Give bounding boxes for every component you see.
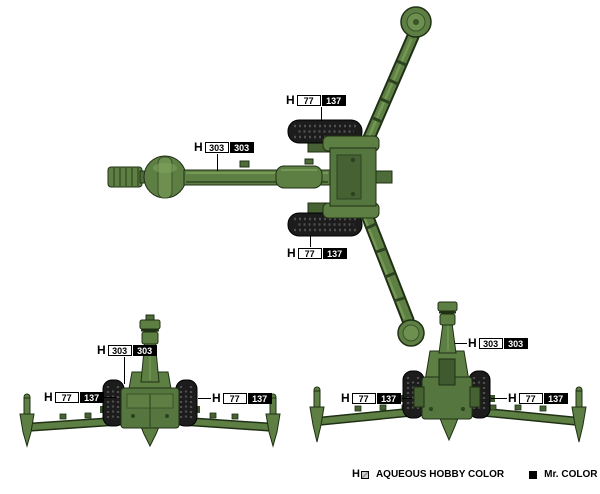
- mr-color-code: 303: [229, 142, 254, 153]
- paint-callout-top-upper-wheel: H 77 137: [286, 94, 346, 107]
- mr-color-code: 137: [79, 392, 104, 403]
- callout-prefix: H: [508, 391, 517, 405]
- leader-line: [491, 398, 507, 399]
- leader-line: [310, 236, 311, 247]
- mr-color-code: 303: [132, 345, 157, 356]
- aqueous-color-code: 77: [518, 393, 543, 404]
- aqueous-color-code: 77: [297, 248, 322, 259]
- aqueous-color-code: 77: [54, 392, 79, 403]
- rear-view-carriage: [413, 350, 481, 420]
- aqueous-color-code: 303: [478, 338, 503, 349]
- top-view-breech: [322, 135, 393, 219]
- mr-color-code: 137: [247, 393, 272, 404]
- leader-line: [321, 107, 322, 121]
- paint-callout-rear-right-wheel: H 77 137: [508, 392, 568, 405]
- paint-callout-rear-barrel: H 303 303: [468, 337, 528, 350]
- paint-callout-rear-left-wheel: H 77 137: [341, 392, 401, 405]
- top-view-barrel-group: [107, 155, 331, 199]
- top-view-illustration: [107, 6, 432, 347]
- mr-color-code: 303: [503, 338, 528, 349]
- callout-prefix: H: [212, 391, 221, 405]
- rear-view-barrel: [437, 301, 458, 354]
- leader-line: [402, 398, 412, 399]
- callout-prefix: H: [194, 140, 203, 154]
- aqueous-color-code: 77: [296, 95, 321, 106]
- mr-color-code: 137: [322, 248, 347, 259]
- leader-line: [455, 343, 467, 344]
- paint-callout-front-left-wheel: H 77 137: [44, 391, 104, 404]
- paint-callout-front-barrel: H 303 303: [97, 344, 157, 357]
- legend-prefix: H: [352, 468, 360, 480]
- callout-prefix: H: [468, 336, 477, 350]
- mr-color-code: 137: [543, 393, 568, 404]
- leader-line: [124, 357, 125, 384]
- front-view-carriage: [120, 371, 180, 429]
- aqueous-color-code: 77: [351, 393, 376, 404]
- paint-callout-top-lower-wheel: H 77 137: [287, 247, 347, 260]
- paint-callout-top-barrel: H 303 303: [194, 141, 254, 154]
- mr-color-swatch-icon: [529, 470, 538, 479]
- leader-line: [198, 398, 211, 399]
- leader-line: [104, 397, 116, 398]
- color-legend: H AQUEOUS HOBBY COLOR Mr. COLOR: [352, 468, 597, 481]
- callout-prefix: H: [341, 391, 350, 405]
- mr-color-code: 137: [376, 393, 401, 404]
- rear-view-illustration: [309, 301, 587, 443]
- aqueous-color-code: 303: [204, 142, 229, 153]
- paint-callout-front-right-wheel: H 77 137: [212, 392, 272, 405]
- mr-color-code: 137: [321, 95, 346, 106]
- callout-prefix: H: [286, 93, 295, 107]
- legend-mr-label: Mr. COLOR: [544, 469, 598, 480]
- aqueous-color-code: 303: [107, 345, 132, 356]
- legend-aqueous-label: AQUEOUS HOBBY COLOR: [375, 469, 505, 480]
- callout-prefix: H: [287, 246, 296, 260]
- callout-prefix: H: [44, 390, 53, 404]
- leader-line: [217, 154, 218, 171]
- callout-prefix: H: [97, 343, 106, 357]
- front-view-illustration: [19, 314, 281, 448]
- aqueous-color-code: 77: [222, 393, 247, 404]
- aqueous-swatch-icon: [360, 470, 369, 479]
